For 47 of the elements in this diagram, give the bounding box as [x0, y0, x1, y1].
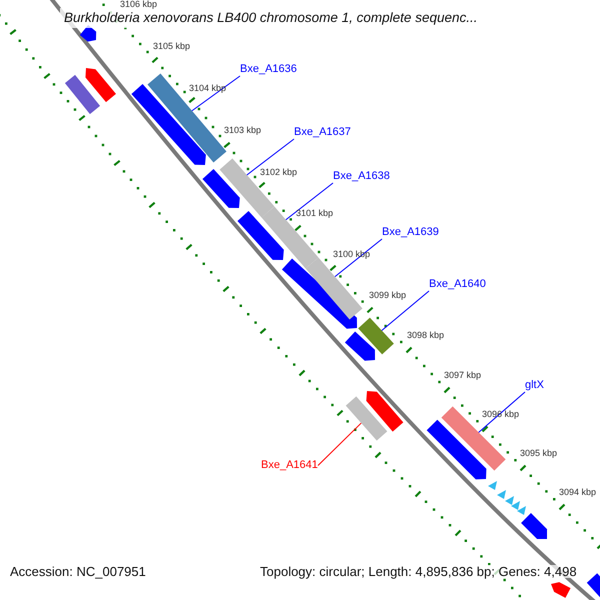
- scale-label: 3097 kbp: [444, 371, 482, 380]
- scale-label: 3102 kbp: [260, 168, 298, 177]
- leader-line: [285, 182, 334, 220]
- gene-block: [521, 513, 547, 539]
- gene-label: Bxe_A1639: [382, 226, 439, 239]
- gene-marker: [497, 490, 506, 499]
- gene-block: [202, 168, 240, 208]
- info-text: Accession: NC_007951: [8, 565, 148, 578]
- gene-bar: [148, 74, 226, 162]
- scale-label: 3105 kbp: [153, 42, 190, 51]
- gene-label: Bxe_A1640: [429, 278, 486, 291]
- gene-label: gltX: [525, 379, 544, 392]
- leader-line: [318, 422, 362, 466]
- gene-marker: [505, 496, 514, 505]
- gene-bar: [64, 74, 100, 114]
- gene-bar: [441, 406, 506, 471]
- scale-label: 3095 kbp: [520, 449, 558, 458]
- gene-label: Bxe_A1638: [333, 170, 390, 183]
- gene-label: Bxe_A1641: [261, 459, 318, 472]
- scale-label: 3103 kbp: [224, 126, 262, 135]
- leader-line: [334, 238, 382, 278]
- leader-line: [478, 392, 526, 433]
- gene-bar: [346, 396, 388, 441]
- gene-marker: [511, 501, 520, 510]
- info-text: Topology: circular; Length: 4,895,836 bp; Genes: 4,498: [258, 565, 579, 578]
- gene-label: Bxe_A1636: [240, 63, 297, 76]
- gene-label: Bxe_A1637: [294, 126, 351, 139]
- gene-block: [80, 25, 96, 42]
- leader-line: [192, 76, 240, 112]
- scale-label: 3099 kbp: [369, 291, 406, 300]
- gene-bar: [262, 206, 318, 269]
- gene-bar: [358, 318, 394, 354]
- scale-label: 3098 kbp: [407, 331, 444, 340]
- gene-block: [366, 391, 404, 432]
- leader-line: [246, 138, 294, 176]
- scale-label: 3094 kbp: [559, 488, 596, 497]
- gene-block: [344, 331, 375, 361]
- gene-marker: [488, 481, 497, 490]
- scale-label: 3101 kbp: [296, 209, 334, 218]
- gene-block: [426, 420, 486, 480]
- gene-bar: [306, 257, 362, 320]
- gene-block: [551, 582, 571, 598]
- gene-block: [86, 68, 116, 102]
- gene-block: [237, 210, 284, 260]
- gene-block: [586, 573, 600, 600]
- scale-label: 3106 kbp: [120, 0, 158, 9]
- gene-marker: [517, 506, 526, 515]
